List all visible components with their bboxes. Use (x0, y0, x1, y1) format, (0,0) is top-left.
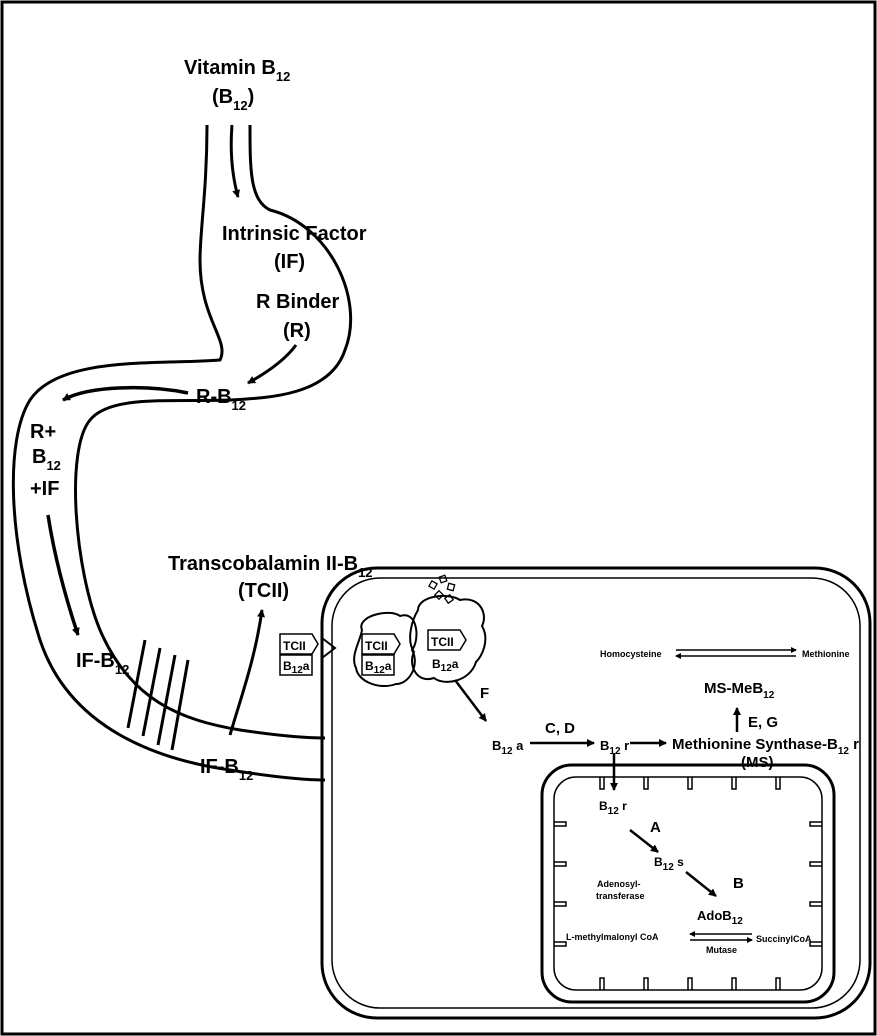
label-intrinsic-factor: Intrinsic Factor (222, 223, 367, 245)
label-methylmalonyl: L-methylmalonyl CoA (566, 932, 659, 942)
mitochondrion-cristae (554, 777, 822, 990)
label-r-b12: R-B12 (196, 386, 246, 413)
label-b12-free: B12 (32, 446, 61, 473)
label-adob12: AdoB12 (697, 908, 743, 927)
label-ms-abbr: (MS) (741, 754, 774, 771)
label-step-eg: E, G (748, 714, 778, 731)
label-methionine: Methionine (802, 649, 850, 659)
arrow-if-binding (48, 515, 78, 635)
box-tcii-external: TCII (283, 639, 306, 653)
arrow-stomach-entry (231, 125, 238, 197)
mutase-equilibrium (690, 934, 752, 940)
label-step-cd: C, D (545, 720, 575, 737)
label-r-abbr: (R) (283, 320, 311, 342)
intestinal-break (128, 640, 188, 750)
arrow-r-binding (248, 345, 296, 383)
label-vitamin-b12: Vitamin B12 (184, 57, 290, 84)
label-tcii-abbr: (TCII) (238, 580, 289, 602)
label-step-a: A (650, 819, 661, 836)
arrow-to-tcii (230, 610, 262, 735)
label-if-b12-upper: IF-B12 (76, 650, 129, 677)
mitochondrion-inner (554, 777, 822, 990)
label-step-b: B (733, 875, 744, 892)
label-adenosyl: Adenosyl- (597, 879, 641, 889)
label-succinyl: SuccinylCoA (756, 934, 812, 944)
label-r-plus: R+ (30, 421, 56, 443)
label-b12a-lysosome: B12a (432, 657, 459, 674)
label-mutase: Mutase (706, 945, 737, 955)
label-ms-meb12: MS-MeB12 (704, 680, 775, 701)
label-mito-b12r: B12 r (599, 799, 627, 817)
label-r-binder: R Binder (256, 291, 340, 313)
label-homocysteine: Homocysteine (600, 649, 662, 659)
label-vitamin-abbr: (B12) (212, 86, 254, 113)
label-transferase: transferase (596, 891, 645, 901)
label-step-f: F (480, 685, 489, 702)
box-tcii-endosome: TCII (365, 639, 388, 653)
arrow-to-intestine (63, 388, 188, 400)
label-b12s: B12 s (654, 855, 684, 873)
label-transcobalamin: Transcobalamin II-B12 (168, 553, 373, 580)
box-tcii-lysosome: TCII (431, 635, 454, 649)
label-if-b12-lower: IF-B12 (200, 756, 253, 783)
label-plus-if: +IF (30, 478, 59, 500)
arrow-step-b (686, 872, 716, 896)
label-b12a: B12 a (492, 738, 524, 757)
tcii-receptor (322, 638, 335, 658)
degradation-fragments (429, 575, 455, 603)
cell-membrane-outer (322, 568, 870, 1018)
homocysteine-methionine-equilibrium (676, 650, 796, 656)
label-if-abbr: (IF) (274, 251, 305, 273)
label-b12r: B12 r (600, 738, 629, 757)
mitochondrion-outer (542, 765, 834, 1002)
